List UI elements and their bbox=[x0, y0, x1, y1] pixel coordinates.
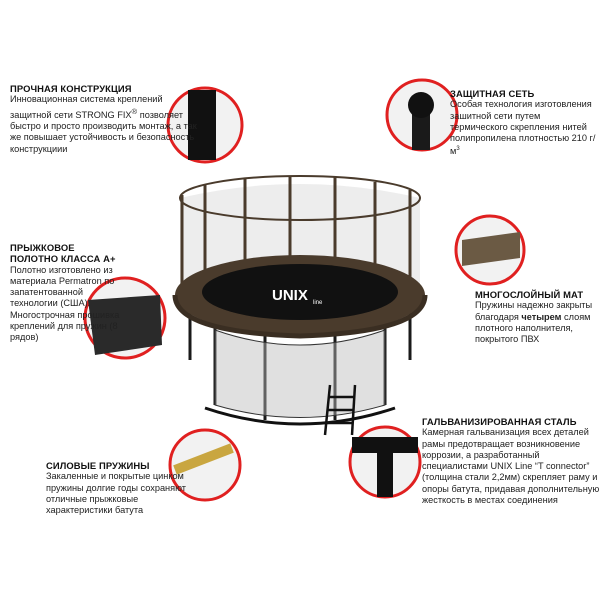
jumping-mat bbox=[202, 264, 398, 320]
brand-logo: UNIX bbox=[272, 287, 308, 304]
ladder-icon bbox=[323, 384, 357, 436]
feature-strong-construction: ПРОЧНАЯ КОНСТРУКЦИЯ Инновационная систем… bbox=[10, 83, 197, 154]
skirt-net bbox=[214, 329, 386, 418]
svg-text:line: line bbox=[313, 300, 323, 306]
feature-jumping-mat: ПРЫЖКОВОЕ ПОЛОТНО КЛАССА А+ Полотно изго… bbox=[10, 242, 120, 343]
feature-safety-net: ЗАЩИТНАЯ СЕТЬ Особая технология изготовл… bbox=[450, 88, 596, 157]
feature-multilayer-pad: МНОГОСЛОЙНЫЙ МАТ Пружины надежно закрыты… bbox=[475, 289, 593, 345]
feature-galvanized-steel: ГАЛЬВАНИЗИРОВАННАЯ СТАЛЬ Камерная гальва… bbox=[422, 416, 600, 506]
feature-power-springs: СИЛОВЫЕ ПРУЖИНЫ Закаленные и покрытые ци… bbox=[46, 460, 186, 516]
